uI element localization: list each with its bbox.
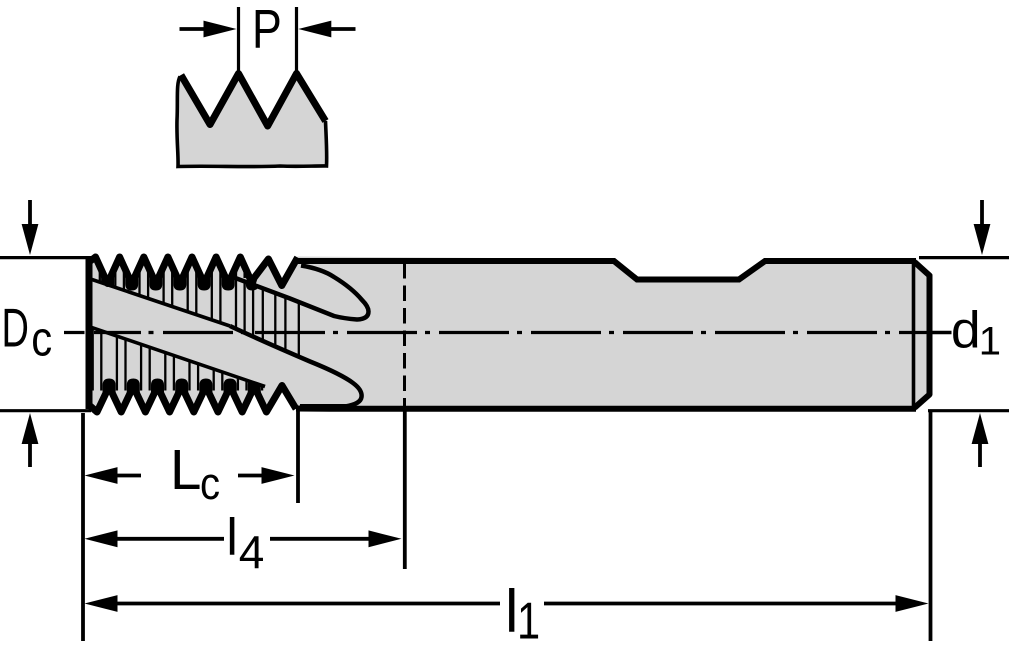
svg-text:P: P (252, 0, 282, 60)
svg-text:1: 1 (979, 320, 1001, 364)
svg-text:4: 4 (239, 526, 265, 578)
svg-text:c: c (31, 311, 52, 366)
svg-text:D: D (2, 298, 29, 360)
svg-text:L: L (170, 438, 201, 501)
svg-text:c: c (200, 459, 220, 510)
svg-text:1: 1 (517, 591, 540, 649)
svg-text:d: d (951, 301, 981, 359)
svg-text:l: l (505, 577, 518, 645)
svg-text:l: l (226, 508, 237, 566)
